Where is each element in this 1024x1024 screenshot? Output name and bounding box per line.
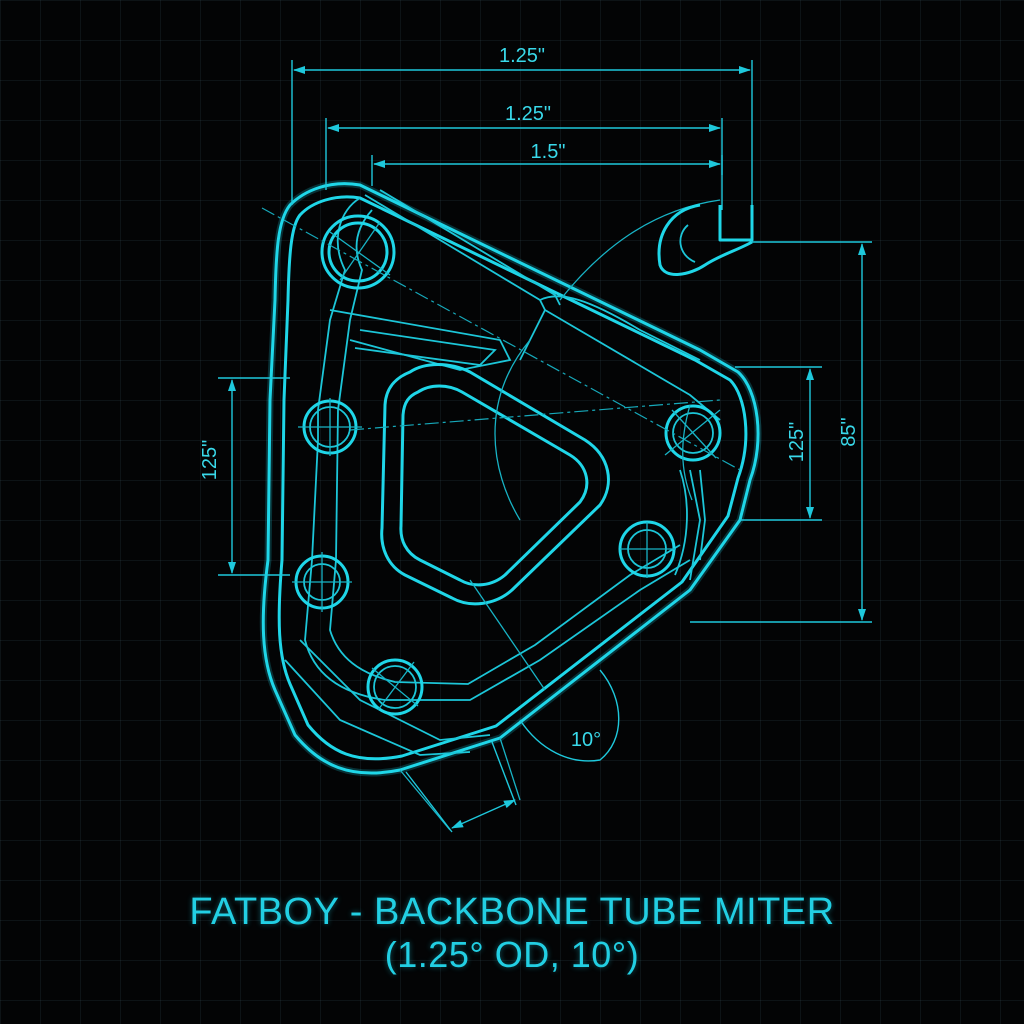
mounting-holes bbox=[292, 214, 722, 716]
hole-right-lower bbox=[618, 520, 676, 578]
inner-rails bbox=[284, 189, 721, 756]
top-right-tab bbox=[657, 203, 754, 276]
title-line-2: (1.25° OD, 10°) bbox=[384, 934, 640, 975]
dim-angle-label: 10° bbox=[571, 729, 601, 751]
hole-left-upper bbox=[298, 398, 362, 456]
dimension-top-inner: 1.5" bbox=[371, 141, 723, 186]
drawing-title: FATBOY - BACKBONE TUBE MITER (1.25° OD, … bbox=[0, 890, 1024, 976]
dim-top-middle-label: 1.25" bbox=[505, 103, 551, 125]
dimension-right-outer-vertical: 85" bbox=[690, 241, 872, 623]
bracket-outline bbox=[259, 180, 762, 777]
dimension-angle: 10° bbox=[405, 669, 620, 833]
dimension-top-middle: 1.25" bbox=[325, 103, 723, 210]
hole-top-left bbox=[320, 214, 396, 290]
dim-top-inner-label: 1.5" bbox=[531, 141, 566, 163]
dim-left-label: 125" bbox=[199, 440, 221, 480]
triangle-cutout bbox=[380, 363, 610, 606]
hole-bottom bbox=[366, 658, 424, 716]
title-line-1: FATBOY - BACKBONE TUBE MITER bbox=[189, 891, 835, 933]
dim-right-outer-label: 85" bbox=[838, 417, 860, 446]
dimension-right-inner-vertical: 125" bbox=[735, 366, 822, 521]
dim-top-outer-label: 1.25" bbox=[499, 45, 545, 67]
dim-right-inner-label: 125" bbox=[786, 422, 808, 462]
dimension-left-vertical: 125" bbox=[199, 377, 290, 576]
hole-left-lower bbox=[292, 552, 352, 612]
